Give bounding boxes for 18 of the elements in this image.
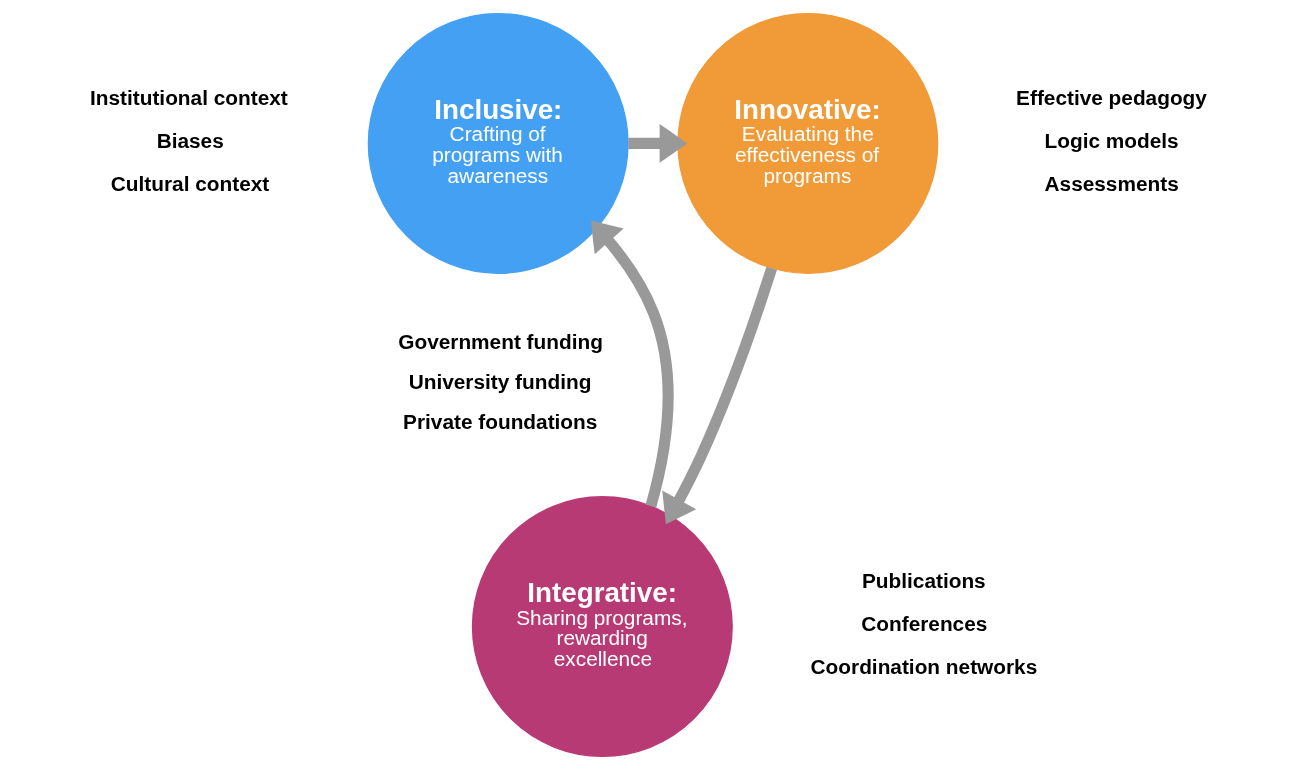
arrow	[628, 124, 688, 163]
node-label: Effective pedagogy	[1016, 85, 1207, 109]
node-label: Institutional context	[90, 85, 288, 109]
node-label: Coordination networks	[810, 654, 1038, 678]
node-circle: Integrative: Sharing programs, rewarding excellence	[471, 496, 733, 758]
node-circle: Innovative: Evaluating the effectiveness of programs	[677, 12, 939, 274]
node-circle: Inclusive: Crafting of programs with awareness	[367, 12, 629, 274]
label: University funding	[408, 370, 592, 394]
node-label: Logic models	[1044, 128, 1179, 152]
arrow	[590, 220, 674, 508]
label: Government funding	[398, 329, 603, 353]
node-label: Conferences	[861, 611, 988, 635]
arrow	[662, 266, 777, 525]
label: Private foundations	[403, 410, 598, 434]
node-label: Cultural context	[110, 171, 270, 195]
node-label: Assessments	[1044, 171, 1179, 195]
node-label: Publications	[861, 568, 986, 592]
node-label: Biases	[156, 128, 224, 152]
